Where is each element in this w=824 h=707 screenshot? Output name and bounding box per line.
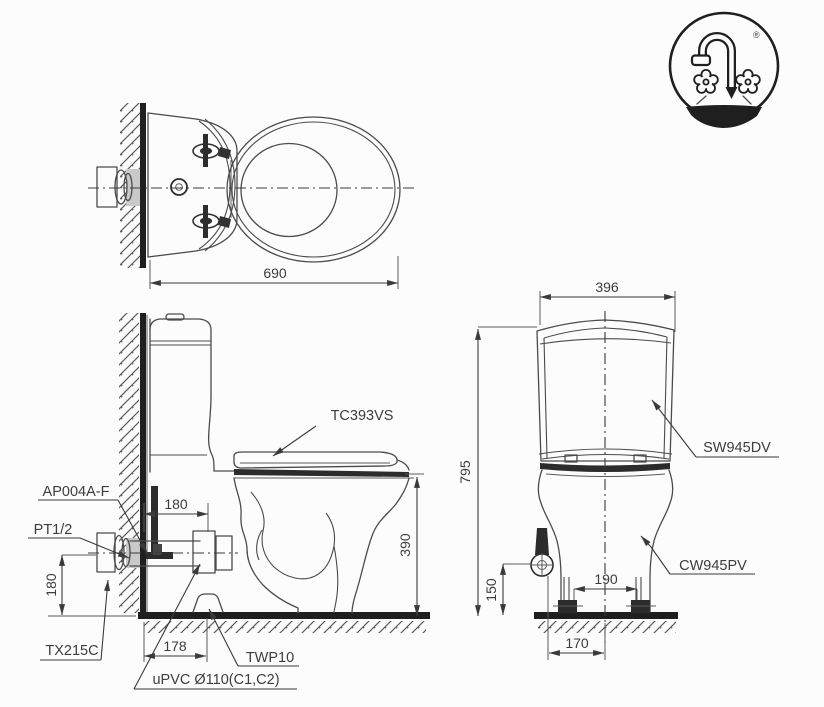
flower-right-icon	[735, 69, 761, 94]
stop-valve-front	[530, 528, 554, 577]
dim-690: 690	[263, 265, 287, 281]
front-view: 396 795 150 190 170 SW945DV CW945PV	[457, 279, 779, 660]
tank-plan-outline	[147, 112, 238, 258]
floor-hatch	[144, 621, 426, 633]
dim-180-vertical: 180	[43, 573, 59, 597]
pipe-collar	[114, 169, 128, 205]
top-view: 690	[88, 103, 416, 289]
dim-150: 150	[483, 578, 499, 602]
dim-396: 396	[595, 279, 619, 295]
tank-side	[149, 313, 235, 473]
dim-795: 795	[457, 460, 473, 484]
dim-190: 190	[594, 571, 618, 587]
seat-opening	[240, 142, 338, 238]
bowl-front	[537, 469, 674, 613]
floor-hatch	[538, 621, 676, 633]
faucet-spout	[690, 54, 712, 67]
water-drop	[725, 87, 738, 99]
logo-circle	[668, 11, 780, 121]
tank-inlet	[170, 178, 188, 196]
dim-170: 170	[565, 635, 589, 651]
flush-button	[165, 313, 185, 321]
dim-178: 178	[163, 638, 187, 654]
brand-logo: ®	[668, 11, 780, 128]
label-drain-pipe: uPVC Ø110(C1,C2)	[152, 672, 279, 688]
bowl-side	[233, 477, 410, 614]
floor-bolts	[553, 577, 656, 613]
pipe-end-box	[96, 166, 118, 208]
label-seat-lid: TC393VS	[331, 408, 394, 424]
wall-line	[140, 313, 146, 616]
drain-flange	[192, 593, 224, 613]
seat-side	[233, 451, 414, 479]
dim-390: 390	[397, 533, 413, 557]
floor-line	[534, 612, 678, 619]
label-drain-flange: TWP10	[246, 650, 294, 666]
wall-line	[140, 103, 146, 268]
faucet-icon	[690, 32, 738, 99]
label-supply-thread: PT1/2	[34, 522, 73, 538]
dim-180-horizontal: 180	[164, 496, 188, 512]
seat-hinges	[192, 134, 232, 238]
seat-outer	[226, 116, 401, 263]
side-view: 180 180 390 178 TC393VS AP004A-F PT1/2 T…	[28, 313, 430, 690]
label-bowl: CW945PV	[679, 558, 747, 574]
registered-mark: ®	[753, 30, 760, 40]
label-flush-pipe: AP004A-F	[43, 484, 110, 500]
logo-basin	[686, 105, 762, 128]
flower-left-icon	[693, 69, 719, 94]
label-stop-valve: TX215C	[45, 643, 98, 659]
floor-line	[138, 612, 430, 619]
label-tank: SW945DV	[703, 440, 771, 456]
